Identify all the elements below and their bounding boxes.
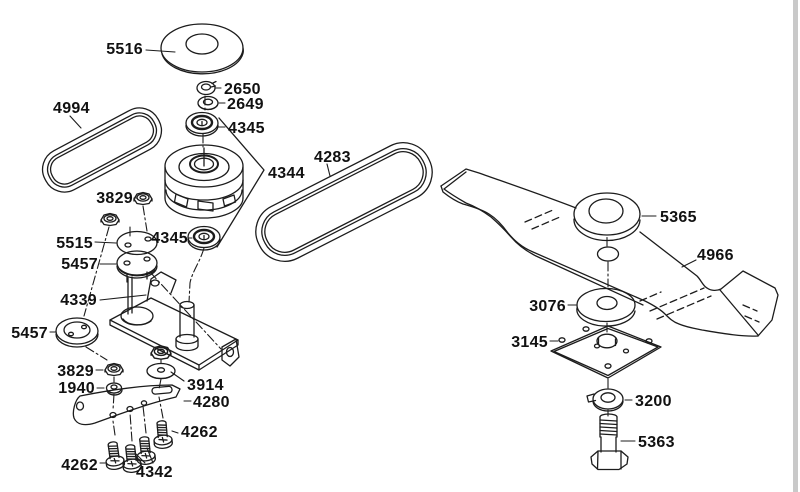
- part-disc-5516: [160, 23, 244, 75]
- part-bracket-4339: [109, 271, 240, 371]
- callout-3200: 3200: [635, 393, 672, 410]
- center-lines: [83, 95, 609, 442]
- callout-bracket-4344: [216, 117, 265, 248]
- callout-4339: 4339: [60, 292, 97, 309]
- callout-3829-lower: 3829: [57, 363, 94, 380]
- part-strap-4280: [72, 384, 181, 426]
- callout-4283: 4283: [314, 149, 351, 166]
- callout-5457-upper: 5457: [61, 256, 98, 273]
- part-lockwasher-2650: [196, 80, 217, 96]
- labels: 5516 2650 2649 4345 4994 3829 5515 5457 …: [11, 41, 734, 481]
- leader-lines: [49, 49, 697, 464]
- part-belt-4994: [41, 107, 163, 193]
- part-pulley-4344: [164, 144, 244, 219]
- callout-4345-top: 4345: [228, 120, 265, 137]
- callout-3914: 3914: [187, 377, 224, 394]
- part-bearing-4345-bottom: [186, 225, 222, 252]
- part-screw-4262-right: [151, 419, 174, 450]
- callout-4342: 4342: [136, 464, 173, 481]
- part-nut-3829-lower: [104, 362, 124, 377]
- callout-4994: 4994: [53, 100, 90, 117]
- callout-4280: 4280: [193, 394, 230, 411]
- line-art: [41, 23, 779, 474]
- callout-3145: 3145: [511, 334, 548, 351]
- part-washer-2649: [197, 95, 219, 111]
- part-disc-5457-lower: [55, 317, 99, 348]
- part-bolt-5363: [590, 413, 629, 471]
- callout-5363: 5363: [638, 434, 675, 451]
- part-blade-4966: [440, 168, 779, 337]
- part-disc-5515: [116, 230, 158, 256]
- callout-2649: 2649: [227, 96, 264, 113]
- part-bearing-4345-top: [184, 111, 220, 138]
- part-lockwasher-3200: [586, 388, 624, 412]
- callout-3829-top: 3829: [96, 190, 133, 207]
- callout-3076: 3076: [529, 298, 566, 315]
- callout-5365: 5365: [660, 209, 697, 226]
- page-edge: [793, 0, 798, 492]
- callout-5457-lower: 5457: [11, 325, 48, 342]
- callout-4966: 4966: [697, 247, 734, 264]
- callout-2650: 2650: [224, 81, 261, 98]
- callout-4345-bottom: 4345: [151, 230, 188, 247]
- part-spacer-5365: [573, 192, 641, 242]
- part-plate-3145: [550, 325, 662, 379]
- part-nut-3829-b: [100, 212, 120, 227]
- part-belt-4283: [255, 142, 433, 262]
- part-washer-3914: [146, 362, 176, 380]
- callout-5516: 5516: [106, 41, 143, 58]
- part-disc-3076: [576, 287, 636, 327]
- callout-5515: 5515: [56, 235, 93, 252]
- callout-1940: 1940: [58, 380, 95, 397]
- part-screw-4262-left: [102, 440, 126, 472]
- callout-4344: 4344: [268, 165, 305, 182]
- callout-4262-right: 4262: [181, 424, 218, 441]
- part-disc-5457-upper: [116, 250, 158, 283]
- callout-4262-left: 4262: [61, 457, 98, 474]
